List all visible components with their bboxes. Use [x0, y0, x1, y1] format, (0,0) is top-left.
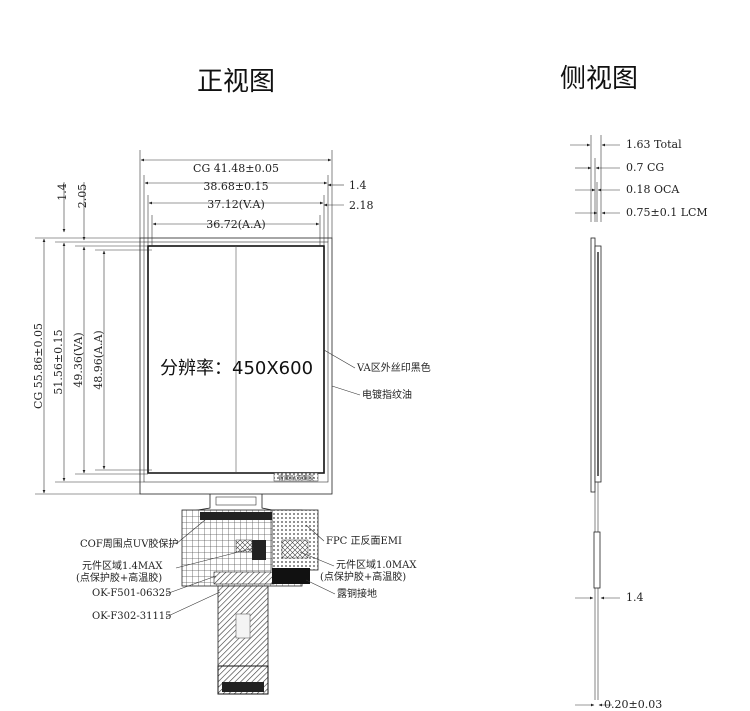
side-lcm: 0.75±0.1 LCM: [626, 206, 708, 219]
side-cg: 0.7 CG: [626, 161, 664, 174]
note-comp-right-1: 元件区域1.0MAX: [336, 558, 417, 571]
cg-outline: [139, 237, 333, 495]
side-view-title: 侧视图: [560, 64, 638, 94]
cg-height-label: CG 55.86±0.05: [32, 323, 45, 409]
side-bottom-dim: 0.20±0.03: [604, 698, 662, 711]
cg-width-label: CG 41.48±0.05: [193, 162, 279, 175]
width-1-label: 38.68±0.15: [203, 180, 268, 193]
note-cof-uv: COF周围点UV胶保护: [80, 537, 178, 550]
connector-row: [213, 571, 275, 585]
side-view: 1.63 Total 0.7 CG 0.18 OCA 0.75±0.1 LCM …: [570, 135, 708, 711]
fpc-slot: [215, 496, 257, 506]
side-total: 1.63 Total: [626, 138, 682, 151]
fpc-tiny-label: 背面贴双面胶: [278, 474, 314, 482]
note-comp-left-2: (点保护胶+高温胶): [76, 571, 162, 584]
side-fpc-dim: 1.4: [626, 591, 644, 604]
side-fpc-stiffener: [593, 531, 601, 589]
copper-ground-pad: [272, 568, 310, 584]
note-fpc-emi: FPC 正反面EMI: [326, 535, 402, 547]
top-dim-2: 2.05: [76, 184, 89, 209]
note-comp-left-1: 元件区域1.4MAX: [82, 559, 163, 572]
side-cg-layer: [590, 237, 596, 493]
lcm-outline: [143, 241, 329, 483]
right-dim-2: 2.18: [349, 199, 374, 212]
fpc-label-area: [273, 472, 319, 482]
note-af-coating: 电镀指纹油: [362, 388, 412, 401]
width-aa-label: 36.72(A.A): [206, 218, 265, 231]
part-number-1: OK-F501-06325: [92, 588, 172, 599]
height-aa-label: 48.96(A.A): [92, 330, 105, 389]
fpc-tail-label: [235, 613, 251, 639]
note-copper-ground: 露铜接地: [337, 587, 377, 600]
front-view: CG 41.48±0.05 38.68±0.15 37.12(V.A) 36.7…: [32, 150, 431, 695]
note-comp-right-2: (点保护胶+高温胶): [320, 570, 406, 583]
resolution-label: 分辨率：450X600: [160, 358, 313, 379]
part-number-2: OK-F302-31115: [92, 611, 172, 622]
note-va-print: VA区外丝印黑色: [356, 361, 431, 374]
cof-strip: [200, 512, 272, 520]
width-va-label: 37.12(V.A): [207, 198, 265, 211]
front-view-title: 正视图: [197, 67, 275, 97]
height-va-label: 49.36(VA): [72, 332, 85, 387]
right-dim-1: 1.4: [349, 179, 367, 192]
component-area-right: [281, 539, 309, 559]
component-area-left: [252, 540, 266, 560]
top-dim-1: 1.4: [56, 183, 69, 201]
side-oca: 0.18 OCA: [626, 183, 680, 196]
height-1-label: 51.56±0.15: [52, 329, 65, 394]
